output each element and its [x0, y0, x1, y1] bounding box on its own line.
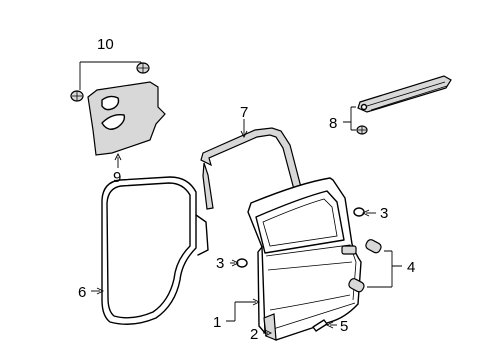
- leaders: [79, 61, 402, 337]
- cap-4-lower: [348, 278, 365, 293]
- clip-8: [356, 125, 368, 135]
- callout-4: 4: [407, 259, 415, 276]
- clip-10-right: [136, 62, 150, 74]
- callout-3-upper: 3: [380, 205, 388, 222]
- clip-10-left: [70, 90, 84, 102]
- sill-molding-8: [357, 75, 452, 113]
- plug-3-upper: [353, 207, 365, 217]
- callout-2: 2: [250, 326, 258, 343]
- callout-7: 7: [240, 104, 248, 121]
- callout-6: 6: [78, 284, 86, 301]
- callout-1: 1: [213, 314, 221, 331]
- callout-9: 9: [113, 169, 121, 186]
- pad-5: [312, 319, 328, 332]
- cap-4-upper: [365, 239, 382, 254]
- callout-8: 8: [329, 115, 337, 132]
- weatherstrip-6: [101, 176, 209, 325]
- callout-10: 10: [97, 36, 114, 53]
- callout-3-lower: 3: [216, 255, 224, 272]
- water-shield-9: [87, 81, 166, 156]
- rear-door-1: [247, 177, 362, 341]
- callout-5: 5: [340, 318, 348, 335]
